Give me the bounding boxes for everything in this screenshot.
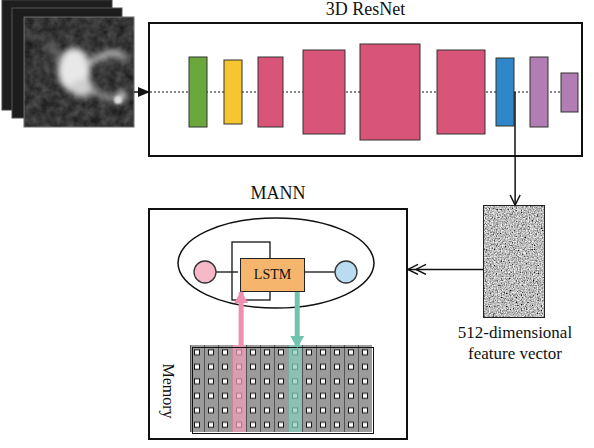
- memory-cells: [190, 345, 372, 432]
- vector-label: 512-dimensional feature vector: [442, 322, 588, 364]
- conv-block: [189, 57, 207, 127]
- nodule: [48, 44, 127, 101]
- feature-vector: 512-dimensional feature vector: [483, 205, 545, 318]
- feature-arrow: [514, 157, 516, 205]
- output-line: [303, 271, 335, 272]
- pool-block: [224, 60, 242, 124]
- input-arrow: [408, 269, 483, 271]
- network-box: 3D ResNet: [148, 22, 583, 157]
- read-arrow: [239, 292, 244, 347]
- vessel: [114, 96, 122, 104]
- vector-texture: [483, 205, 545, 318]
- res-block: [360, 44, 420, 140]
- read-column: [232, 345, 246, 432]
- controller-ellipse: [178, 218, 374, 308]
- output-circle: [335, 261, 357, 283]
- ct-image-stack: [2, 0, 134, 127]
- write-column: [288, 345, 302, 432]
- memory-matrix: Memory: [192, 347, 374, 434]
- fc-block: [530, 57, 548, 127]
- lstm-label: LSTM: [241, 259, 304, 291]
- write-arrow: [295, 292, 300, 347]
- res-block: [303, 50, 345, 134]
- output-block: [561, 73, 578, 112]
- lstm-box: LSTM: [240, 258, 305, 292]
- input-line: [216, 271, 238, 272]
- module-box: MANNLSTMMemory: [148, 208, 408, 440]
- ct-texture: [24, 17, 134, 127]
- res-block: [437, 50, 485, 134]
- input-circle: [194, 261, 216, 283]
- res-block: [258, 57, 283, 127]
- network-title: 3D ResNet: [130, 0, 594, 19]
- feature-tap: [514, 92, 516, 157]
- pool-block: [496, 58, 514, 126]
- module-title: MANN: [150, 183, 406, 203]
- memory-label: Memory: [159, 363, 177, 418]
- ct-slice: [24, 17, 134, 127]
